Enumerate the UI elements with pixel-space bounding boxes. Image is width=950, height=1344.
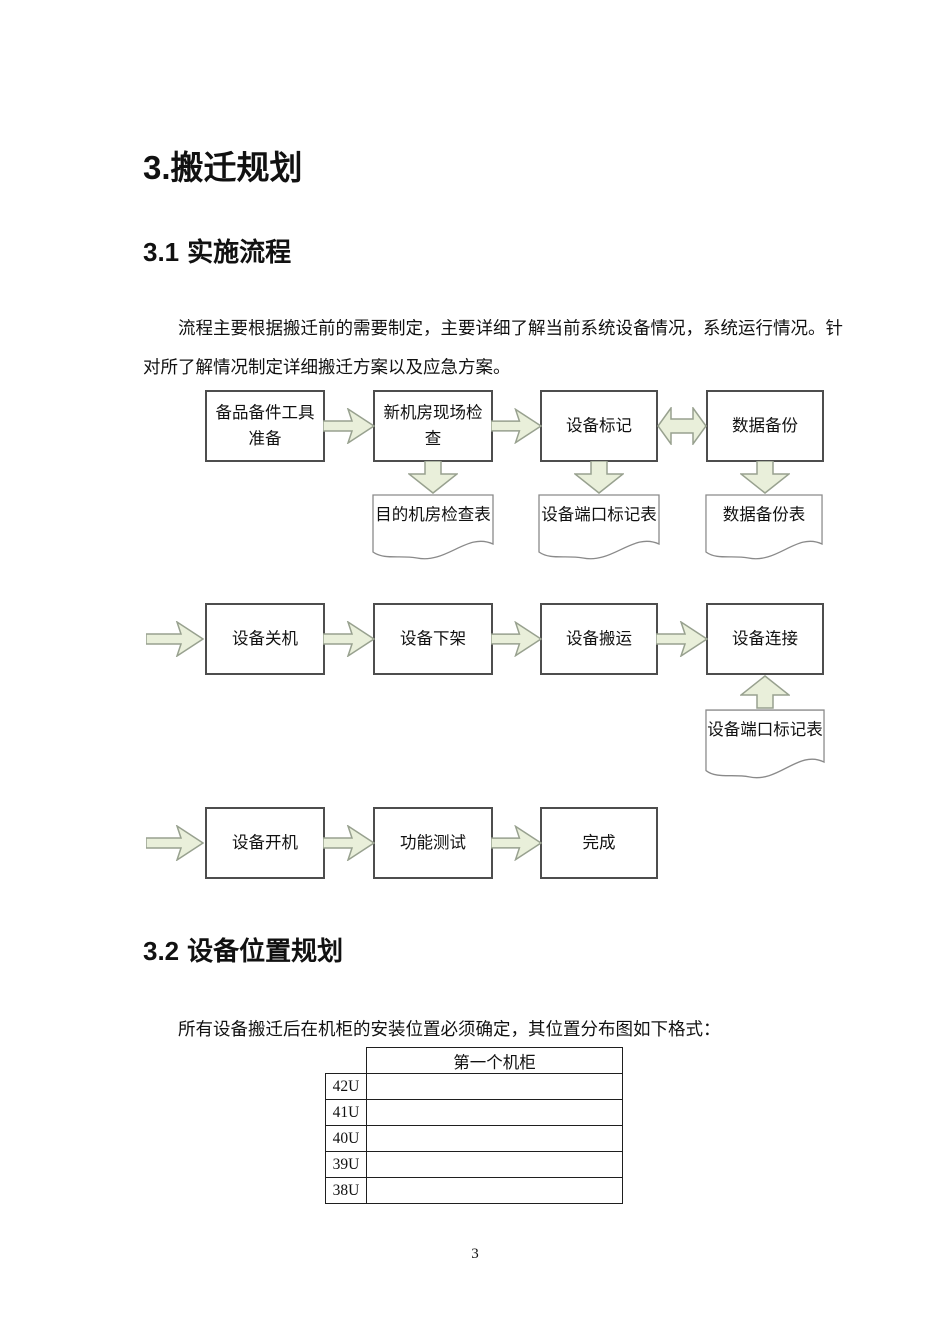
heading-number: 3.2 <box>143 936 180 966</box>
doc-label: 数据备份表 <box>722 505 806 524</box>
paragraph-process-intro: 流程主要根据搬迁前的需要制定，主要详细了解当前系统设备情况，系统运行情况。针对所… <box>143 318 843 377</box>
page-number: 3 <box>471 1246 479 1262</box>
table-row: 42U <box>325 1073 623 1100</box>
arrow-right-icon <box>323 408 375 444</box>
flow-step-data-backup: 数据备份 <box>706 390 824 462</box>
flow-doc-port-mark-sheet-2: 设备端口标记表 <box>705 709 825 779</box>
rack-unit-slot <box>366 1099 623 1126</box>
arrow-down-icon <box>740 461 790 494</box>
paragraph-rack-intro: 所有设备搬迁后在机柜的安装位置必须确定，其位置分布图如下格式： <box>178 1019 721 1039</box>
rack-unit-slot <box>366 1151 623 1178</box>
arrow-down-icon <box>408 461 458 494</box>
heading-number: 3.1 <box>143 237 180 267</box>
document-shape-icon <box>705 494 823 560</box>
arrow-right-icon <box>491 825 542 861</box>
rack-unit-slot <box>366 1073 623 1100</box>
arrow-down-icon <box>574 461 624 494</box>
flow-step-shutdown: 设备关机 <box>205 603 325 675</box>
table-row: 41U <box>325 1099 623 1126</box>
table-row: 40U <box>325 1125 623 1152</box>
flow-entry-arrow-icon <box>146 825 204 861</box>
flow-step-device-mark: 设备标记 <box>540 390 658 462</box>
document-shape-icon <box>705 709 825 779</box>
heading-text: 设备位置规划 <box>187 937 344 966</box>
document-shape-icon <box>538 494 660 560</box>
heading-number: 3. <box>143 149 171 186</box>
rack-unit-label: 38U <box>325 1177 367 1204</box>
rack-unit-label: 41U <box>325 1099 367 1126</box>
flow-step-done: 完成 <box>540 807 658 879</box>
doc-label: 设备端口标记表 <box>541 505 657 524</box>
doc-label: 目的机房检查表 <box>375 505 491 524</box>
flow-doc-data-backup-sheet: 数据备份表 <box>705 494 823 560</box>
flow-doc-destination-room-checklist: 目的机房检查表 <box>372 494 494 560</box>
flow-step-function-test: 功能测试 <box>373 807 493 879</box>
table-row: 38U <box>325 1177 623 1204</box>
rack-unit-slot <box>366 1177 623 1204</box>
arrow-up-icon <box>740 675 790 709</box>
rack-unit-label: 40U <box>325 1125 367 1152</box>
flow-step-prepare-spares: 备品备件工具准备 <box>205 390 325 462</box>
flow-step-poweron: 设备开机 <box>205 807 325 879</box>
rack-unit-label: 42U <box>325 1073 367 1100</box>
arrow-right-icon <box>323 621 375 657</box>
table-row: 39U <box>325 1151 623 1178</box>
rack-table: 第一个机柜 42U 41U 40U 39U 38U <box>325 1047 623 1204</box>
arrow-right-icon <box>323 825 375 861</box>
document-shape-icon <box>372 494 494 560</box>
heading-text: 搬迁规划 <box>170 151 303 187</box>
arrow-right-icon <box>491 621 542 657</box>
flow-doc-port-mark-sheet: 设备端口标记表 <box>538 494 660 560</box>
heading-section-3: 3.搬迁规划 <box>143 148 303 190</box>
flow-step-transport: 设备搬运 <box>540 603 658 675</box>
doc-label: 设备端口标记表 <box>707 720 823 739</box>
flow-step-unrack: 设备下架 <box>373 603 493 675</box>
heading-text: 实施流程 <box>187 238 292 267</box>
arrow-double-horizontal-icon <box>657 407 707 445</box>
arrow-right-icon <box>491 408 542 444</box>
flow-step-new-room-check: 新机房现场检查 <box>373 390 493 462</box>
table-header-cell: 第一个机柜 <box>366 1047 623 1074</box>
rack-unit-slot <box>366 1125 623 1152</box>
flow-entry-arrow-icon <box>146 621 204 657</box>
rack-unit-label: 39U <box>325 1151 367 1178</box>
table-header-row: 第一个机柜 <box>325 1047 623 1074</box>
table-header-empty-cell <box>325 1047 367 1074</box>
flow-step-connect: 设备连接 <box>706 603 824 675</box>
arrow-right-icon <box>656 621 708 657</box>
